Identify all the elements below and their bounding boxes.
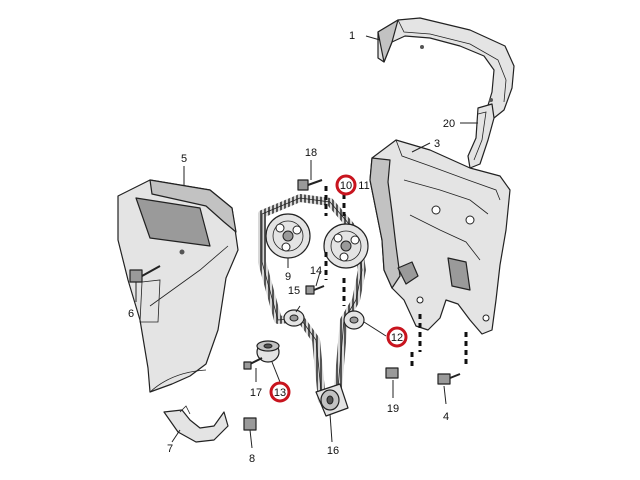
callout-5: 5 [181,153,187,165]
part-idler-pulley-15 [283,309,305,327]
callout-11: 11 [358,180,369,192]
callout-20: 20 [443,118,455,130]
highlight-ring-13 [269,381,291,403]
part-bolt-17 [243,357,263,370]
callout-10: 10 [340,180,352,192]
part-front-timing-cover [117,179,239,393]
part-bolt-6 [129,265,161,283]
callout-3: 3 [434,138,440,150]
callout-9: 9 [285,271,291,283]
callout-19: 19 [387,403,399,415]
callout-7: 7 [167,443,173,455]
highlight-ring-12 [386,326,408,348]
callout-16: 16 [327,445,339,457]
callout-12: 12 [391,332,403,344]
callout-15: 15 [288,285,300,297]
part-bolt-4 [437,373,461,385]
leader-lines [135,35,478,449]
part-bolt-19 [385,367,399,379]
callout-4: 4 [443,411,449,423]
callout-1: 1 [349,30,355,42]
part-idler-pulley-13 [256,340,280,363]
callout-18: 18 [305,147,317,159]
part-bracket [467,103,495,169]
part-camshaft-sprocket-right [323,223,369,269]
highlight-ring-10 [335,174,357,196]
part-tensioner-pulley-12 [343,310,365,330]
callout-8: 8 [249,453,255,465]
part-lower-cover-piece [163,405,229,443]
part-rear-timing-cover [369,139,511,335]
part-bolt-18 [297,179,323,191]
callout-labels: 1 20 3 5 18 10 11 9 14 15 6 12 17 13 19 … [128,30,455,465]
part-bolt-14 [305,285,325,295]
callout-14: 14 [310,265,322,277]
part-crankshaft-sprocket [315,383,349,417]
callout-17: 17 [250,387,262,399]
part-bolt-8 [243,417,257,431]
part-upper-timing-cover [377,17,515,119]
callout-6: 6 [128,308,134,320]
alignment-dash-lines [324,186,468,366]
callout-13: 13 [274,387,286,399]
part-camshaft-sprocket-left [265,213,311,259]
